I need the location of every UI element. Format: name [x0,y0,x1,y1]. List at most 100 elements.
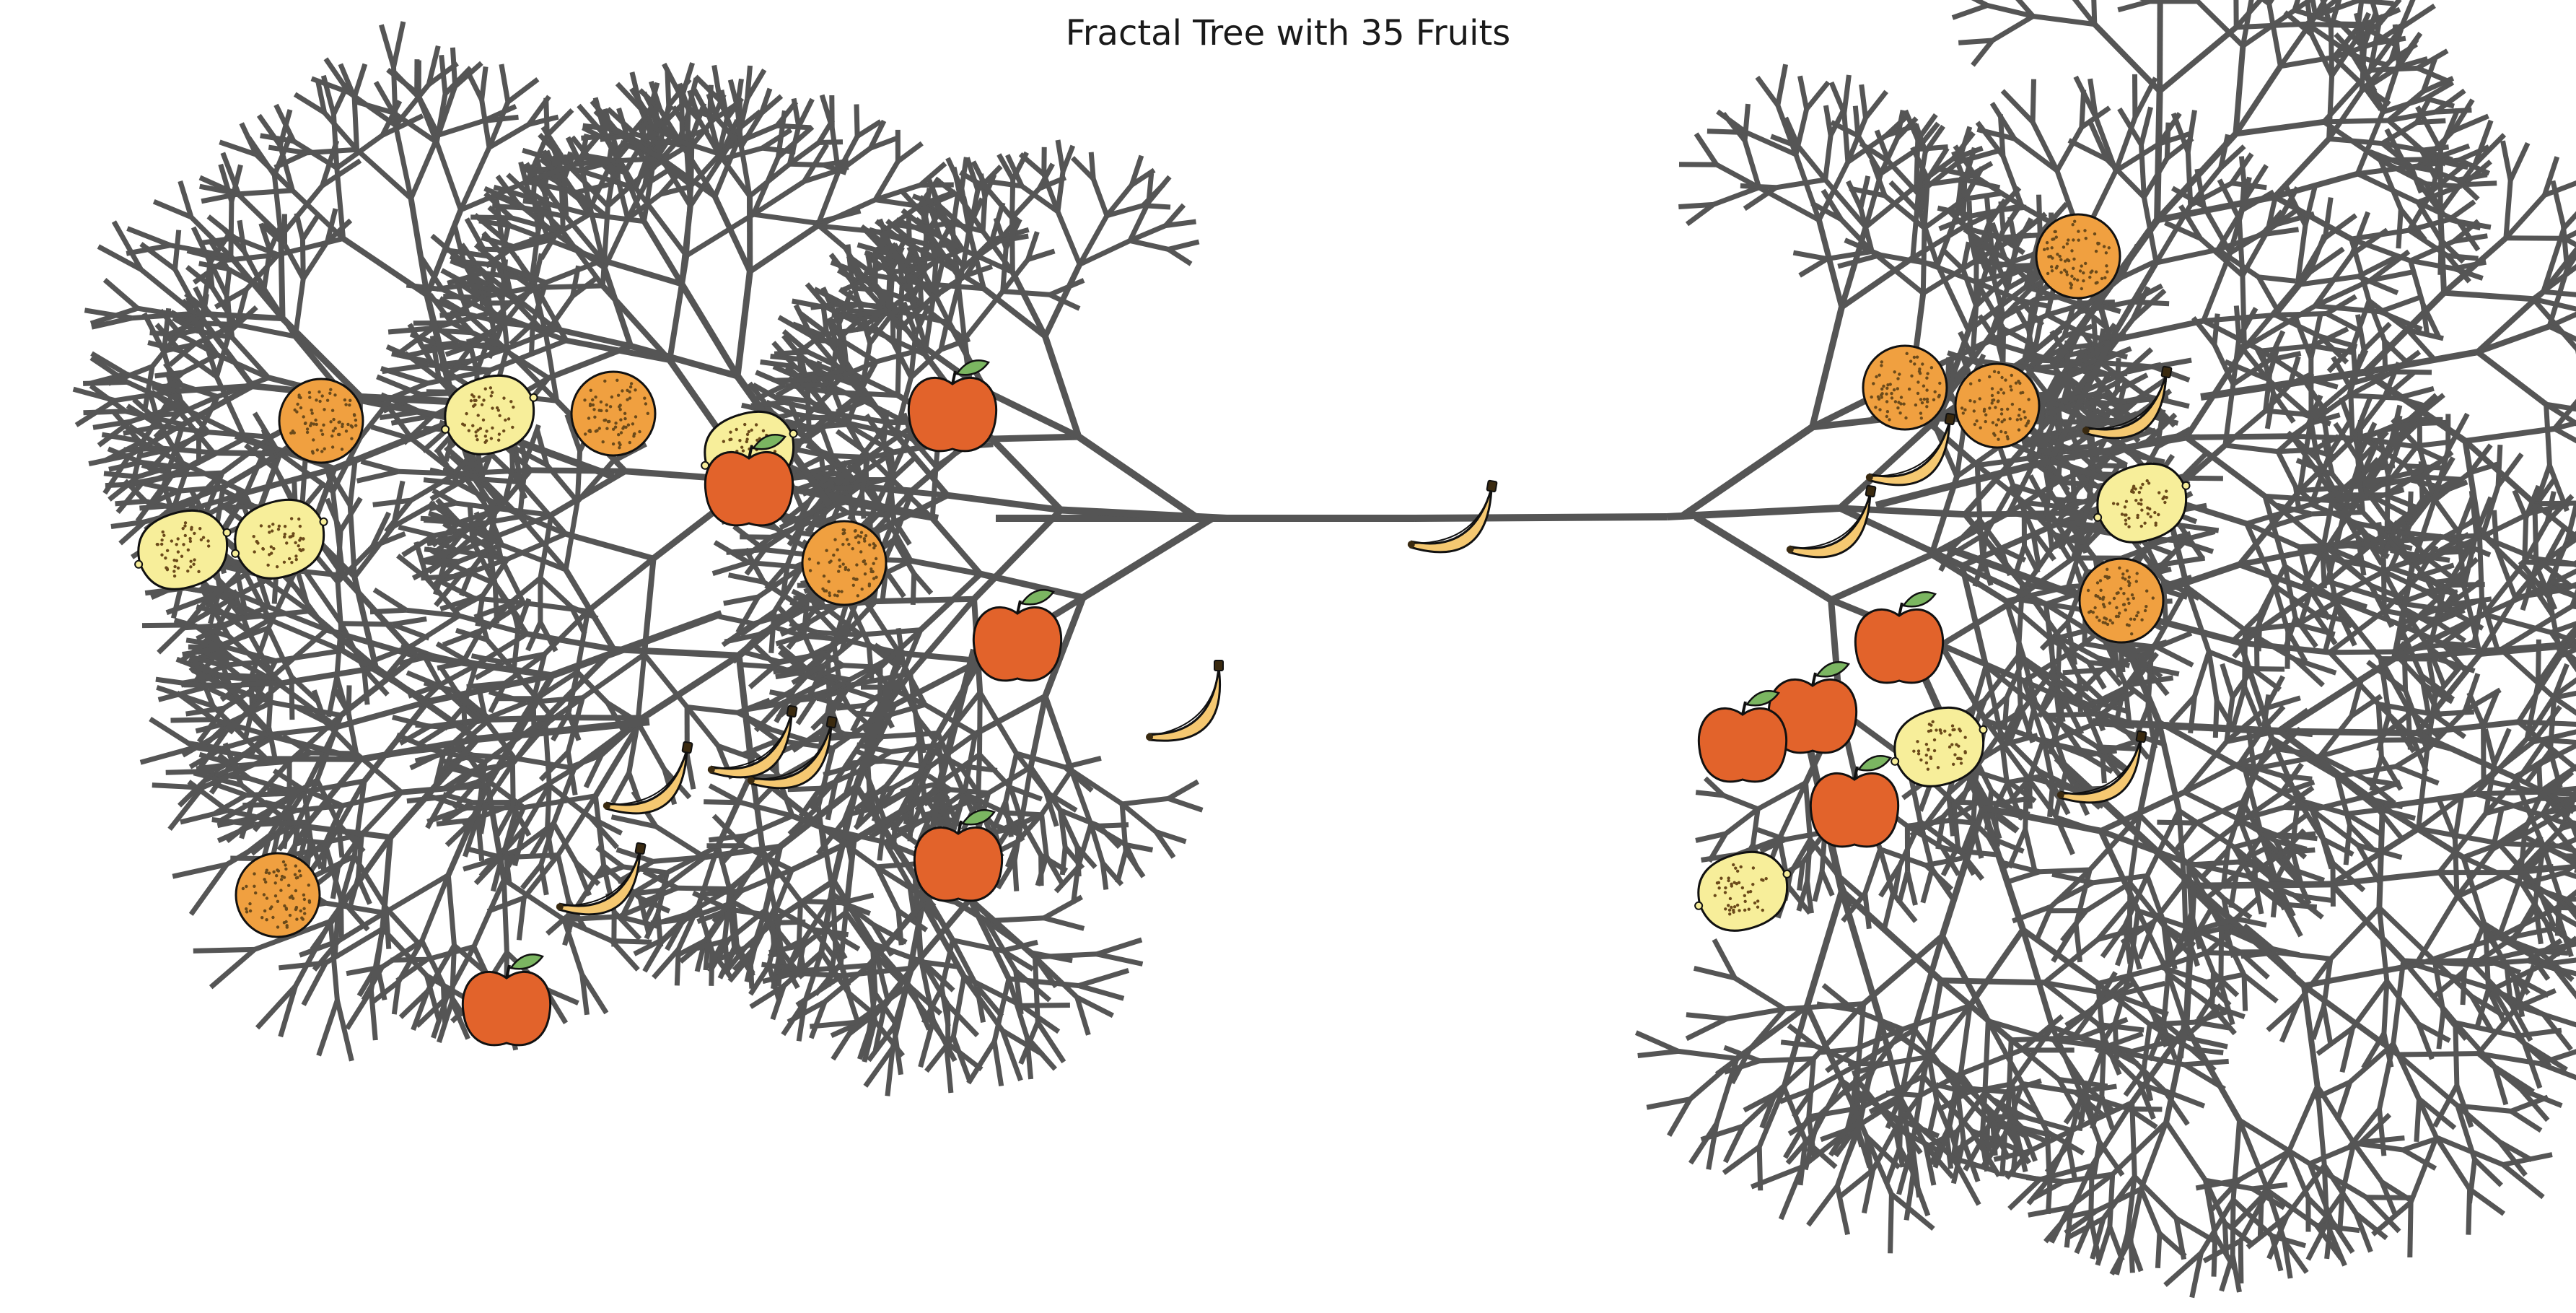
branch-segment [2030,530,2042,569]
branch-segment [574,861,592,897]
branch-segment [773,905,815,932]
branch-segment [787,126,802,165]
branch-segment [602,267,634,347]
branch-segment [946,1003,980,1038]
branch-segment [1012,860,1020,891]
branch-segment [894,265,925,275]
branch-segment [573,864,606,911]
branch-segment [506,77,540,105]
branch-segment [769,919,778,957]
branch-segment [362,699,430,783]
branch-segment [1819,870,1835,897]
branch-segment [91,315,133,330]
branch-segment [271,699,342,718]
branch-segment [225,822,294,867]
branch-segment [2220,663,2235,698]
branch-segment [863,703,882,730]
branches-layer [72,0,2576,1299]
branch-segment [579,973,609,1015]
branch-segment [154,370,184,379]
branch-segment [2524,559,2574,567]
branch-segment [2241,974,2248,1011]
branch-segment [510,468,528,500]
branch-segment [868,476,893,519]
branch-segment [2212,700,2220,738]
branch-segment [2343,825,2352,865]
branch-segment [524,187,552,207]
branch-segment [279,960,326,971]
branch-segment [149,717,197,750]
branch-segment [2090,372,2117,401]
branch-segment [1929,551,2008,603]
branch-segment [819,766,866,791]
branch-segment [2050,783,2071,816]
branch-segment [1938,213,1973,232]
branch-segment [457,542,503,564]
branch-segment [1971,203,2023,219]
branch-segment [237,193,283,238]
branch-segment [652,854,705,864]
branch-segment [494,193,525,211]
branch-segment [465,259,501,269]
branch-segment [601,257,683,287]
branch-segment [455,627,489,642]
branch-segment [141,390,178,443]
branch-segment [1859,84,1868,118]
branch-segment [476,718,650,743]
branch-segment [1951,801,1961,847]
branch-segment [912,572,934,596]
branch-segment [1120,802,1158,834]
branch-segment [611,938,652,945]
branch-segment [2292,657,2325,688]
branch-segment [275,777,319,807]
branch-segment [398,989,429,1019]
branch-segment [2347,823,2376,852]
branch-segment [228,255,285,320]
branch-segment [1823,135,1834,180]
branch-segment [2164,1120,2208,1182]
branch-segment [2435,957,2487,964]
branch-segment [2311,795,2364,813]
branch-segment [872,941,925,965]
branch-segment [2030,528,2056,562]
branch-segment [719,90,730,119]
branch-segment [772,565,805,614]
branch-segment [575,459,615,504]
branch-segment [748,223,820,274]
branch-segment [2237,489,2303,567]
branch-segment [2015,546,2054,601]
branch-segment [642,653,689,709]
branch-segment [1039,813,1049,857]
branch-segment [2077,343,2108,366]
branch-segment [2194,881,2332,889]
branch-segment [2358,429,2389,463]
branch-segment [516,897,527,941]
branch-segment [991,179,1022,189]
branch-segment [268,144,307,156]
branch-segment [152,199,193,220]
branch-segment [484,673,556,787]
branch-segment [2309,381,2352,419]
branch-segment [1858,207,1875,253]
branch-segment [893,222,926,232]
branch-segment [2303,186,2318,226]
branch-segment [1962,224,2002,240]
branch-segment [1155,829,1187,845]
branch-segment [454,593,484,613]
branch-segment [2041,738,2056,785]
branch-segment [2023,829,2038,871]
branch-segment [2114,393,2145,421]
branch-segment [1798,256,1829,278]
branch-segment [687,90,702,121]
branch-segment [131,310,196,321]
branch-segment [1123,843,1141,872]
branch-segment [804,367,847,383]
branch-segment [866,309,890,336]
branch-segment [2202,204,2233,254]
branch-segment [380,837,393,930]
branch-segment [742,843,793,873]
branch-segment [511,805,532,837]
branch-segment [864,601,902,655]
branch-segment [237,219,247,252]
branch-segment [368,990,378,1041]
